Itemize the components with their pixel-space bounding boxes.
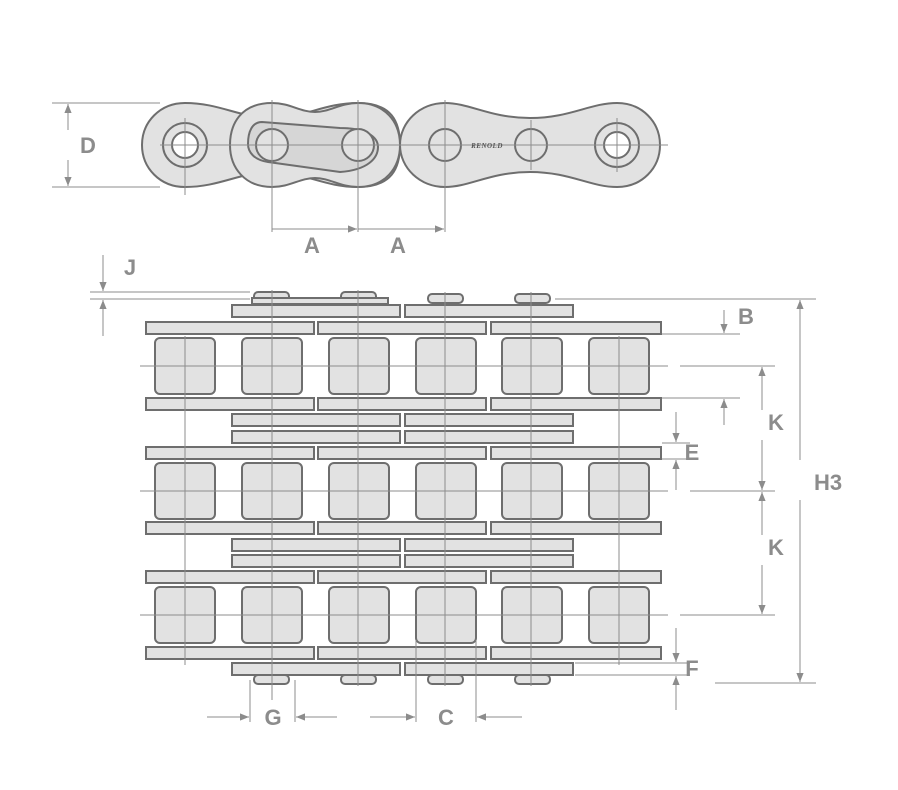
brand-text: RENOLD	[470, 142, 503, 150]
intermediate-plate	[231, 554, 401, 568]
dimension-h3	[555, 298, 816, 684]
inner-plate	[317, 521, 487, 535]
label-k-2: K	[768, 535, 784, 560]
inner-plate	[490, 446, 662, 460]
label-f: F	[685, 656, 698, 681]
label-a-2: A	[390, 233, 406, 258]
label-e: E	[685, 440, 700, 465]
intermediate-plate	[231, 538, 401, 552]
inner-plate	[145, 521, 315, 535]
intermediate-plate	[404, 413, 574, 427]
label-h3: H3	[814, 470, 842, 495]
inner-plate	[145, 397, 315, 411]
label-k-1: K	[768, 410, 784, 435]
label-d: D	[80, 133, 96, 158]
dimension-d	[52, 102, 160, 188]
inner-plate	[145, 646, 315, 660]
chain-plan-view	[145, 291, 662, 685]
pin-head-top	[514, 293, 551, 304]
inner-plate	[490, 570, 662, 584]
inner-plate	[490, 321, 662, 335]
outer-plate-top	[404, 304, 574, 318]
intermediate-plate	[404, 538, 574, 552]
inner-plate	[317, 570, 487, 584]
inner-plate	[490, 646, 662, 660]
label-b: B	[738, 304, 754, 329]
inner-plate	[317, 321, 487, 335]
label-a-1: A	[304, 233, 320, 258]
intermediate-plate	[231, 430, 401, 444]
inner-plate	[145, 570, 315, 584]
dimension-j	[90, 255, 250, 336]
inner-plate	[317, 446, 487, 460]
intermediate-plate	[404, 430, 574, 444]
dimension-k	[680, 365, 775, 616]
inner-plate	[145, 446, 315, 460]
inner-plate	[490, 521, 662, 535]
inner-plate	[490, 397, 662, 411]
label-j: J	[124, 255, 136, 280]
intermediate-plate	[231, 413, 401, 427]
outer-plate-bottom	[404, 662, 574, 676]
label-c: C	[438, 705, 454, 730]
label-g: G	[264, 705, 281, 730]
intermediate-plate	[404, 554, 574, 568]
dimension-e	[662, 412, 690, 490]
dimension-f	[575, 628, 690, 710]
outer-plate-top	[231, 304, 401, 318]
inner-plate	[317, 397, 487, 411]
pin-end-bottom	[514, 674, 551, 685]
outer-plate-bottom	[231, 662, 401, 676]
inner-plate	[145, 321, 315, 335]
inner-plate	[317, 646, 487, 660]
